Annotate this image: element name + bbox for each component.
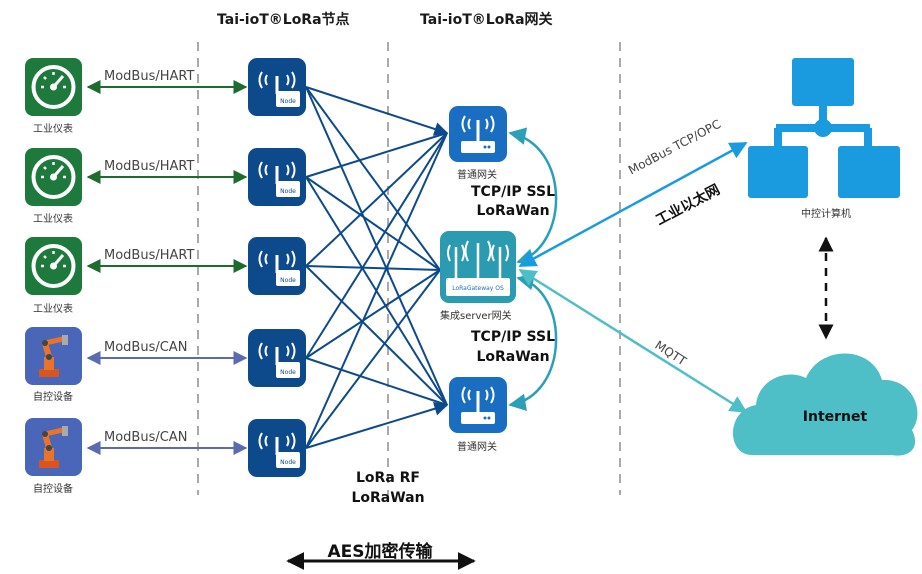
node-header: Tai-ioT®LoRa节点	[217, 12, 350, 28]
lora-mesh-lines	[305, 86, 449, 449]
svg-text:Node: Node	[280, 277, 296, 284]
protocol-label-5: ModBus/CAN	[104, 430, 188, 445]
device-2	[25, 148, 82, 206]
gauge-icon	[31, 155, 76, 199]
device-3	[25, 237, 82, 295]
gateway-top	[449, 106, 507, 162]
gauge-icon	[31, 244, 76, 288]
antenna-icon: Node	[258, 342, 300, 378]
svg-text:Node: Node	[280, 188, 296, 195]
network-computer-icon	[748, 58, 900, 198]
gateway-integrated: LoRaGateway OS	[440, 231, 516, 303]
svg-text:Node: Node	[280, 459, 296, 466]
lora-node-4: Node	[248, 329, 306, 387]
antenna-icon: Node	[258, 71, 300, 107]
gateway-integrated-label: 集成server网关	[440, 311, 512, 322]
antenna-icon: LoRaGateway OS	[446, 240, 510, 296]
central-computer-label: 中控计算机	[801, 209, 851, 220]
protocol-label-4: ModBus/CAN	[104, 340, 188, 355]
device-1	[25, 58, 82, 116]
lora-node-2: Node	[248, 148, 306, 206]
antenna-icon: Node	[258, 250, 300, 286]
rf-label-line1: LoRa RF	[356, 470, 420, 486]
cloud-icon	[732, 353, 918, 456]
device-label-3: 工业仪表	[33, 304, 73, 315]
gateway-bottom-label: 普通网关	[457, 442, 497, 453]
rf-label-line2: LoRaWan	[351, 490, 425, 506]
device-label-2: 工业仪表	[33, 214, 73, 225]
aes-label: AES加密传输	[327, 542, 433, 562]
protocol-label-2: ModBus/HART	[104, 159, 195, 174]
device-label-5: 自控设备	[33, 484, 73, 495]
protocol-label-3: ModBus/HART	[104, 248, 195, 263]
lora-node-5: Node	[248, 419, 306, 477]
arrow-to-central	[518, 141, 748, 268]
gateway-top-label: 普通网关	[457, 170, 497, 181]
protocol-label-1: ModBus/HART	[104, 69, 195, 84]
antenna-icon	[461, 115, 495, 153]
robot-arm-icon	[39, 335, 68, 377]
link-lower-line2: LoRaWan	[476, 349, 550, 365]
link-lower-line1: TCP/IP SSL	[471, 329, 555, 345]
lora-node-3: Node	[248, 237, 306, 295]
device-5	[25, 418, 82, 476]
device-4	[25, 327, 82, 385]
device-label-4: 自控设备	[33, 392, 73, 403]
gauge-icon	[31, 65, 76, 109]
gateway-bottom	[449, 377, 507, 433]
internet-label: Internet	[802, 409, 868, 425]
gateway-header: Tai-ioT®LoRa网关	[420, 12, 553, 28]
svg-text:LoRaGateway OS: LoRaGateway OS	[452, 285, 504, 292]
antenna-icon: Node	[258, 161, 300, 197]
svg-text:Node: Node	[280, 369, 296, 376]
device-label-1: 工业仪表	[33, 124, 73, 135]
robot-arm-icon	[39, 426, 68, 468]
link-upper-line1: TCP/IP SSL	[471, 184, 555, 200]
link-upper-line2: LoRaWan	[476, 203, 550, 219]
arrow-to-internet	[518, 268, 748, 414]
svg-text:Node: Node	[280, 98, 296, 105]
antenna-icon: Node	[258, 432, 300, 468]
lora-node-1: Node	[248, 58, 306, 116]
antenna-icon	[461, 386, 495, 424]
